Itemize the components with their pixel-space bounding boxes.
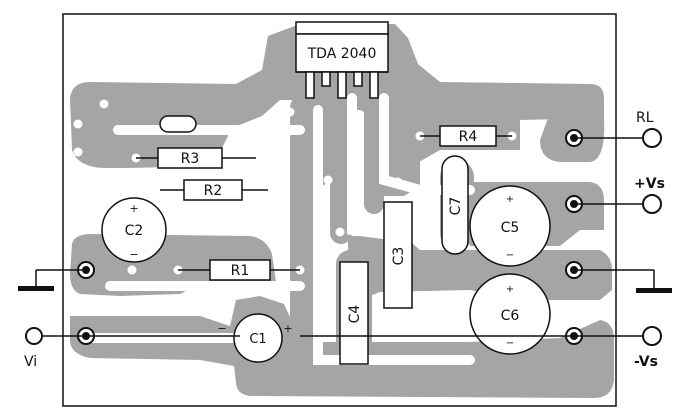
- wire-bridge: [159, 115, 197, 133]
- c2-minus: −: [129, 248, 138, 261]
- resistor-r4: R4: [420, 125, 512, 147]
- c2-label: C2: [125, 223, 144, 239]
- ic-tda2040: TDA 2040: [295, 21, 389, 99]
- c3-label: C3: [391, 247, 407, 266]
- external-wiring: [35, 137, 655, 337]
- ic-label: TDA 2040: [307, 46, 377, 62]
- ground-symbols: [18, 286, 672, 293]
- c6-minus: −: [506, 338, 514, 349]
- ic-pins: [305, 71, 379, 99]
- terminal-rings: [25, 128, 662, 346]
- copper-mid-band: [348, 236, 612, 300]
- c7-label: C7: [448, 197, 464, 216]
- copper-trace-b: [330, 94, 352, 244]
- resistor-r2: R2: [160, 179, 268, 201]
- capacitor-c5: C5 + −: [469, 185, 551, 267]
- capacitor-c7: C7: [441, 155, 469, 255]
- c6-label: C6: [501, 308, 520, 324]
- c2-plus: +: [129, 202, 138, 215]
- capacitor-c6: C6 + −: [469, 273, 551, 355]
- resistor-r3: R3: [136, 147, 256, 169]
- ic-heatsink: [295, 21, 389, 35]
- capacitor-c4: C4: [339, 261, 369, 365]
- c5-plus: +: [506, 194, 514, 205]
- r2-label: R2: [204, 183, 223, 199]
- c4-label: C4: [347, 305, 363, 324]
- copper-trace-d: [384, 110, 420, 196]
- rl-label: RL: [636, 110, 654, 126]
- c1-plus: +: [283, 322, 292, 335]
- capacitor-c2: C2 + −: [101, 197, 167, 263]
- capacitor-c3: C3: [383, 201, 413, 309]
- r4-label: R4: [459, 129, 478, 145]
- r1-label: R1: [231, 263, 250, 279]
- vs-neg-label: -Vs: [634, 354, 658, 370]
- c5-label: C5: [501, 220, 520, 236]
- c1-minus: −: [217, 322, 226, 335]
- c5-minus: −: [506, 250, 514, 261]
- r3-label: R3: [181, 151, 200, 167]
- vs-pos-label: +Vs: [634, 176, 665, 192]
- capacitor-c1: C1 + −: [217, 313, 293, 363]
- c1-label: C1: [249, 332, 266, 347]
- c6-plus: +: [506, 284, 514, 295]
- vi-label: Vi: [24, 354, 37, 370]
- resistor-r1: R1: [178, 259, 300, 281]
- copper-trace-a: [290, 94, 318, 390]
